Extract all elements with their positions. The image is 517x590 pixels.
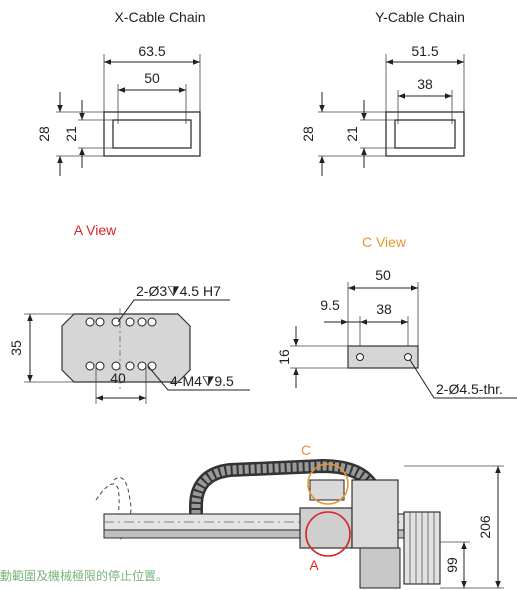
y-cable-chain-title: Y-Cable Chain: [375, 9, 465, 25]
a-view-callout-top: 2-Ø3⧩4.5 H7: [136, 283, 221, 299]
x-chain-outer-section: [103, 111, 201, 157]
y-cable-chain-drawing: Y-Cable Chain 51.5 38 28 21: [300, 9, 465, 176]
c-view-drawing: C View 50 9.5 38 16 2-Ø4.5-thr.: [276, 234, 517, 399]
x-dim-inner-height: 21: [63, 126, 79, 142]
assembly-a-marker: [305, 511, 351, 557]
c-view-title: C View: [362, 234, 407, 250]
x-dim-outer-height: 28: [36, 126, 52, 142]
c-view-hole-right: [404, 353, 412, 361]
y-dim-outer-height: 28: [300, 126, 316, 142]
x-dim-outer-width: 63.5: [138, 43, 165, 59]
a-view-leader-bottom: [147, 365, 250, 391]
a-view-drawing: A View 2-Ø3⧩4.5 H7 4-M4⧩9.5 35 40: [8, 222, 250, 404]
assembly-dim-total: 206: [477, 515, 493, 539]
y-dim-outer-width: 51.5: [411, 43, 438, 59]
c-view-dim-total: 50: [375, 267, 391, 283]
x-cable-chain-drawing: X-Cable Chain 63.5 50 28 21: [36, 9, 206, 176]
assembly-motor-fins: [409, 512, 435, 584]
x-cable-chain-title: X-Cable Chain: [114, 9, 205, 25]
a-view-plate: [61, 313, 191, 383]
y-dim-inner-height: 21: [344, 126, 360, 142]
assembly-cable-chain-links: [191, 461, 376, 526]
assembly-label-c: C: [301, 442, 311, 458]
c-view-block: [347, 345, 419, 369]
assembly-y-lower: [359, 547, 401, 589]
c-view-hole-left: [356, 353, 364, 361]
x-dim-inner-width: 50: [144, 70, 160, 86]
y-dim-inner-width: 38: [417, 76, 433, 92]
a-view-dim-width: 40: [110, 370, 126, 386]
a-view-dim-height: 35: [8, 340, 24, 356]
a-view-leader-top: [117, 299, 230, 323]
assembly-drawing: C A 206 99: [95, 442, 504, 589]
y-chain-inner-section: [394, 119, 456, 149]
c-view-dim-height: 16: [276, 349, 292, 365]
x-chain-inner-section: [112, 119, 192, 149]
a-view-callout-bottom: 4-M4⧩9.5: [170, 373, 234, 389]
assembly-y-column: [351, 479, 399, 549]
c-view-callout-hole: 2-Ø4.5-thr.: [436, 381, 503, 397]
assembly-label-a: A: [309, 557, 319, 573]
assembly-dim-lower: 99: [444, 557, 460, 573]
c-view-leader-hole: [409, 359, 517, 399]
footer-note: 動範圍及機械極限的停止位置。: [0, 568, 168, 583]
c-view-dim-span: 38: [376, 301, 392, 317]
y-chain-outer-section: [385, 111, 465, 157]
assembly-carriage: [299, 507, 353, 549]
c-view-dim-offset: 9.5: [320, 297, 340, 313]
a-view-title: A View: [74, 222, 117, 238]
assembly-c-bracket: [309, 479, 345, 501]
assembly-c-marker: [307, 463, 349, 505]
